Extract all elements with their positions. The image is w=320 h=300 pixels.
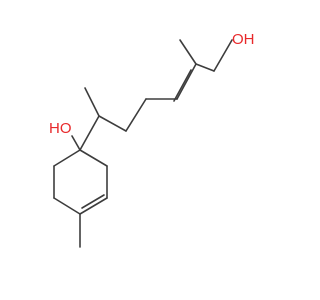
bond-ch2oh [213, 39, 233, 72]
hydroxyl-top-label: OH [232, 31, 255, 48]
bond-ring-c2-c1 [79, 149, 108, 167]
hydroxyl-left-label: HO [49, 120, 72, 137]
bond-c4-c5 [125, 98, 147, 132]
bond-ring-c4-c3 [79, 197, 108, 215]
bond-ring-c4-c3-inner [81, 194, 105, 209]
bond-c2-methyl [84, 87, 100, 117]
bond-double-c6-c7-inner [173, 69, 192, 102]
bond-c7-methyl [179, 39, 197, 65]
bond-c7-ch2 [195, 63, 215, 72]
molecule-structure-diagram: OH HO [49, 31, 255, 248]
bond-c2-c1 [79, 115, 100, 151]
bond-ring-c1-c6 [53, 149, 81, 167]
bond-double-c6-c7 [176, 63, 197, 100]
bond-ring-c5-c4 [53, 197, 81, 215]
bond-c2-c4 [98, 115, 127, 132]
bond-c1-oh [71, 135, 81, 151]
